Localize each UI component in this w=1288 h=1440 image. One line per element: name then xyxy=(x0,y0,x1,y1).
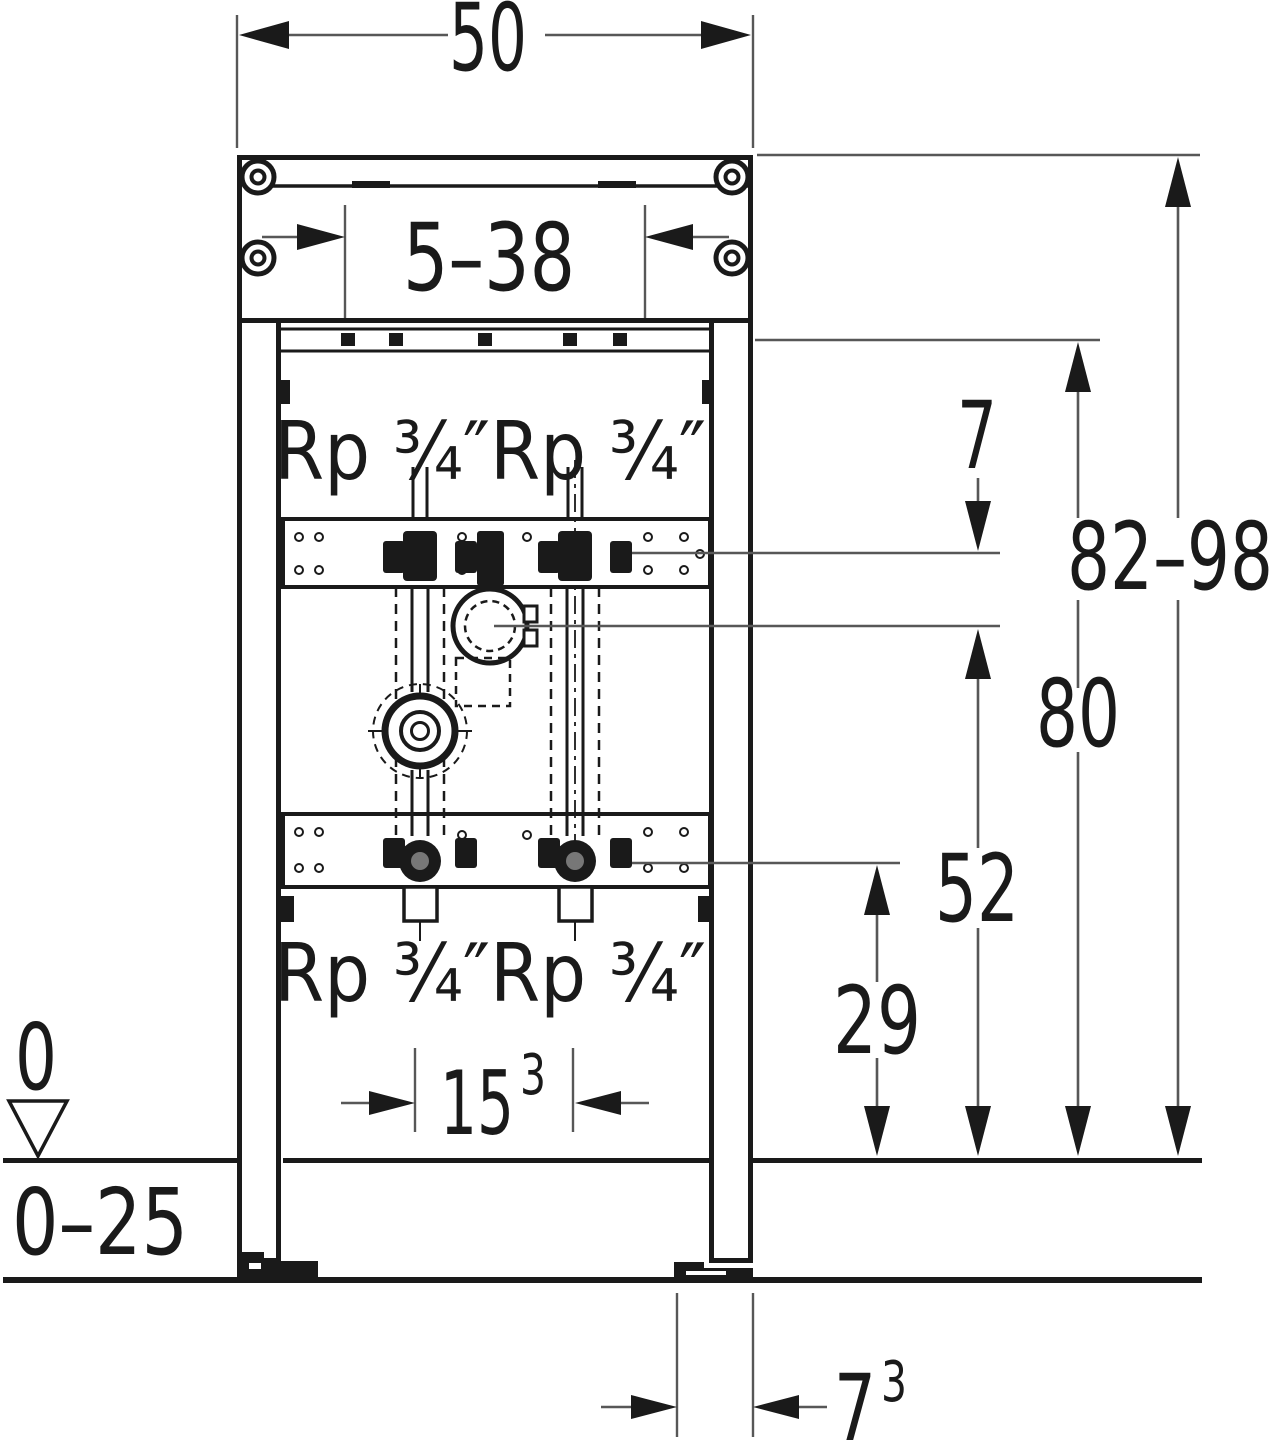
screw-bosses xyxy=(239,158,751,277)
right-supply-pipe xyxy=(538,460,632,941)
left-rail-tab xyxy=(281,380,290,404)
left-foot-bracket xyxy=(281,896,294,922)
left-supply-pipe xyxy=(368,467,477,941)
dim-label-rail-height: 80 xyxy=(1036,660,1120,769)
arrow-down-icon xyxy=(1165,1106,1191,1156)
dim-label-foot-depth: 7 xyxy=(834,1355,876,1440)
dim-trap-clamp-height: 52 xyxy=(935,629,1019,1156)
dim-rail-to-connection: 7 xyxy=(957,382,997,551)
arrow-right-icon xyxy=(701,21,751,49)
arrow-up-icon xyxy=(1065,342,1091,392)
dim-label-lower-connection: 29 xyxy=(833,967,921,1076)
dim-label-frame-height: 82–98 xyxy=(1067,503,1273,612)
arrow-right-icon xyxy=(369,1091,415,1115)
union-fitting xyxy=(368,683,472,779)
dim-label-pipe-spacing: 15 xyxy=(440,1052,514,1155)
upper-connection-thread-label: Rp ¾″Rp ¾″ xyxy=(274,405,706,498)
right-foot-bracket xyxy=(698,896,711,922)
arrow-left-icon xyxy=(753,1395,799,1419)
dim-lower-connection-height: 29 xyxy=(833,865,921,1156)
arrow-right-icon xyxy=(297,224,345,250)
head-box-tab-right xyxy=(598,181,636,188)
floor-finish-range-label: 0–25 xyxy=(12,1169,188,1276)
dim-rail-height: 80 xyxy=(1036,342,1120,1156)
raw-floor-line xyxy=(3,1277,1202,1283)
fastening-rail xyxy=(280,327,712,353)
floor-level-marker: 0 0–25 xyxy=(6,1004,188,1276)
arrow-down-icon xyxy=(965,501,991,551)
frame-feet xyxy=(237,1252,753,1283)
arrow-left-icon xyxy=(239,21,289,49)
finished-floor-line xyxy=(3,1158,1202,1163)
dim-label-frame-width: 50 xyxy=(449,0,527,93)
dim-label-top-adjust: 5–38 xyxy=(403,204,575,313)
level-triangle-icon xyxy=(6,1099,70,1160)
arrow-up-icon xyxy=(965,629,991,679)
dim-label-foot-depth-sup: 3 xyxy=(881,1350,907,1415)
arrow-down-icon xyxy=(965,1106,991,1156)
level-zero-label: 0 xyxy=(15,1004,57,1111)
upper-left-connection xyxy=(403,531,437,581)
arrow-left-icon xyxy=(575,1091,621,1115)
arrow-up-icon xyxy=(864,865,890,915)
arrow-left-icon xyxy=(645,224,693,250)
extension-lines xyxy=(235,15,1200,1437)
mounting-rails xyxy=(281,517,712,889)
arrow-right-icon xyxy=(631,1395,677,1419)
dim-pipe-spacing: 15 3 xyxy=(341,1043,649,1155)
pipe-clamp xyxy=(450,531,539,708)
lower-connection-thread-label: Rp ¾″Rp ¾″ xyxy=(274,927,706,1020)
clamp-dashed-envelope xyxy=(454,656,512,708)
dim-frame-height-range: 82–98 xyxy=(1067,157,1273,1156)
arrow-down-icon xyxy=(1065,1106,1091,1156)
arrow-up-icon xyxy=(1165,157,1191,207)
arrow-down-icon xyxy=(864,1106,890,1156)
lower-mounting-rail xyxy=(281,812,712,889)
dim-label-pipe-spacing-sup: 3 xyxy=(520,1043,546,1108)
right-rail-tab xyxy=(702,380,711,404)
upper-right-connection xyxy=(558,531,592,581)
dim-foot-depth: 7 3 xyxy=(601,1350,907,1440)
dim-label-seven: 7 xyxy=(957,382,997,491)
dim-label-trap-height: 52 xyxy=(935,835,1019,944)
frame xyxy=(237,155,753,1263)
dim-top-adjust: 5–38 xyxy=(262,204,729,313)
dim-frame-width: 50 xyxy=(239,0,751,93)
head-box-tab-left xyxy=(352,181,390,188)
